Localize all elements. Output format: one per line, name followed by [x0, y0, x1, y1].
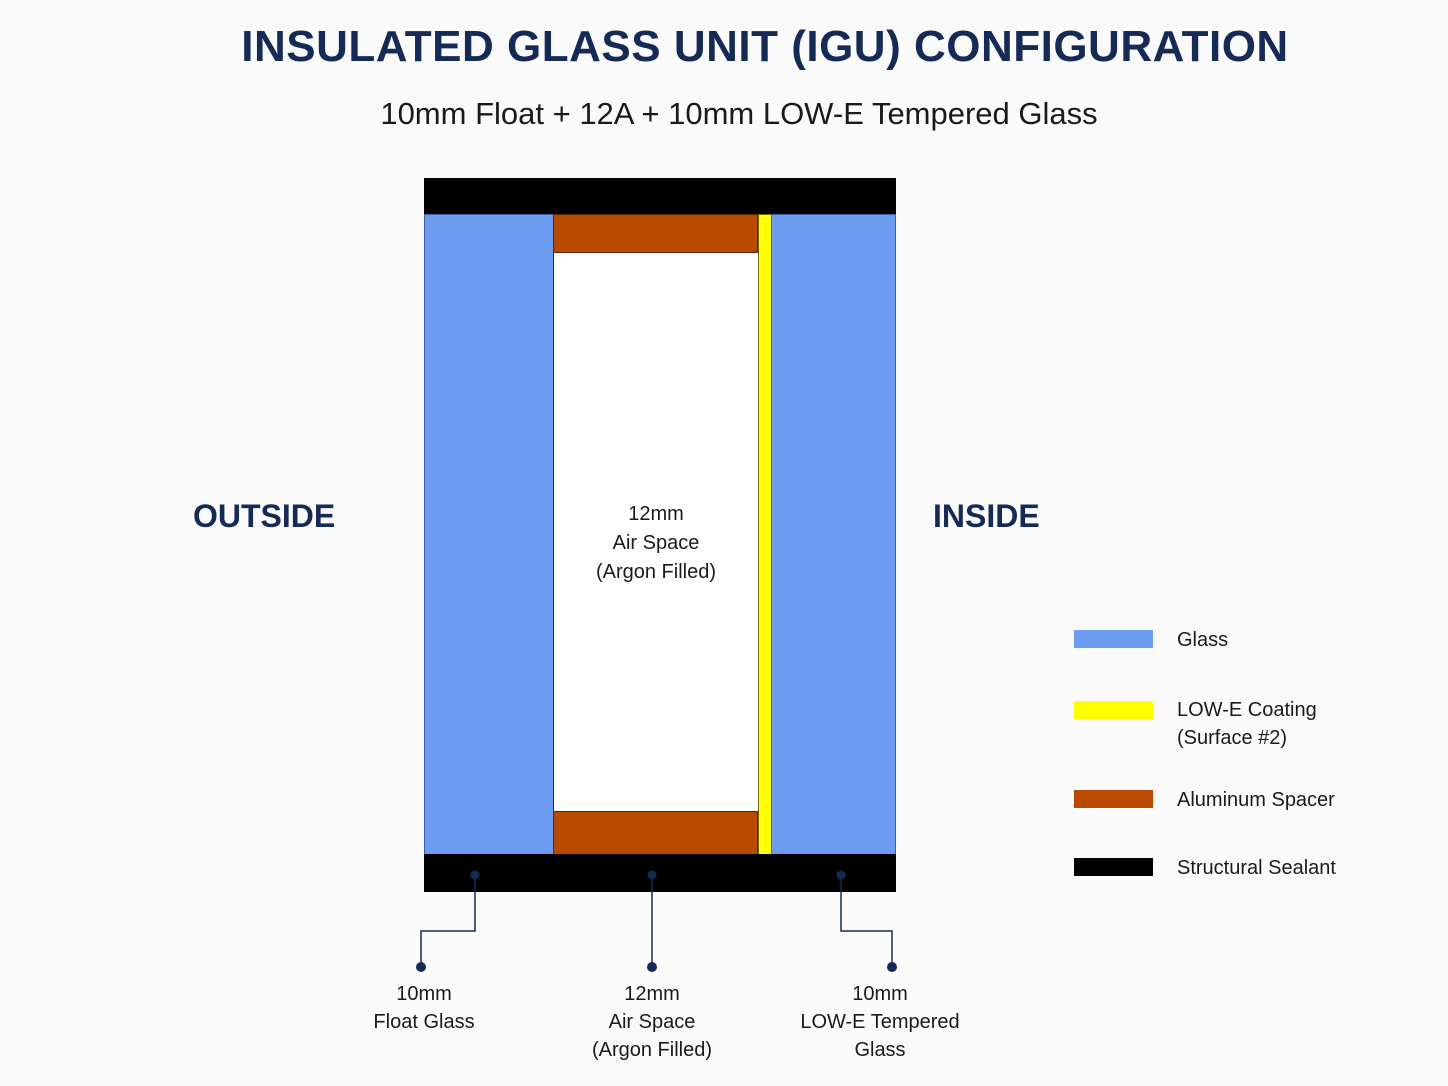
lowe-callout-line3: Glass — [854, 1039, 906, 1061]
center-label-line3: (Argon Filled) — [595, 561, 717, 583]
lowe-leader-line — [840, 875, 893, 967]
inside-label: INSIDE — [933, 498, 1040, 534]
bottom-aluminum-spacer — [553, 811, 758, 855]
air-leader-end-dot — [647, 962, 657, 972]
lowe-leader-start-dot — [836, 870, 846, 880]
inner-lowe-tempered-glass-pane — [771, 214, 896, 855]
air-space-callout: 12mm Air Space (Argon Filled) — [542, 980, 762, 1064]
top-sealant — [424, 178, 896, 215]
legend-swatch-lowe — [1074, 701, 1153, 719]
legend-label-lowe: LOW-E Coating (Surface #2) — [1177, 696, 1317, 752]
outside-label: OUTSIDE — [193, 498, 336, 534]
lowe-leader-end-dot — [887, 962, 897, 972]
float-leader-start-dot — [470, 870, 480, 880]
legend-swatch-glass — [1074, 630, 1153, 648]
page-title: INSULATED GLASS UNIT (IGU) CONFIGURATION — [241, 22, 1289, 71]
legend-label-sealant: Structural Sealant — [1177, 857, 1336, 879]
float-callout-line2: Float Glass — [373, 1011, 475, 1033]
float-leader-line — [420, 875, 476, 967]
outer-float-glass-pane — [424, 214, 554, 855]
center-label-line2: Air Space — [612, 532, 700, 554]
lowe-callout-line1: 10mm — [852, 983, 908, 1005]
center-label-line1: 12mm — [628, 503, 684, 525]
float-leader-end-dot — [416, 962, 426, 972]
legend-swatch-spacer — [1074, 790, 1153, 808]
legend-label-glass: Glass — [1177, 629, 1229, 651]
page-subtitle: 10mm Float + 12A + 10mm LOW-E Tempered G… — [380, 96, 1098, 131]
air-leader-start-dot — [647, 870, 657, 880]
float-glass-callout: 10mm Float Glass — [314, 980, 534, 1036]
top-aluminum-spacer — [553, 214, 758, 253]
air-callout-line1: 12mm — [624, 983, 680, 1005]
bottom-sealant — [424, 854, 896, 892]
air-callout-line2: Air Space — [608, 1011, 696, 1033]
legend-label-spacer: Aluminum Spacer — [1177, 789, 1335, 811]
air-callout-line3: (Argon Filled) — [591, 1039, 713, 1061]
air-space-center-label: 12mm Air Space (Argon Filled) — [553, 500, 759, 587]
legend-lowe-line1: LOW-E Coating — [1177, 699, 1317, 721]
lowe-glass-callout: 10mm LOW-E Tempered Glass — [770, 980, 990, 1064]
float-callout-line1: 10mm — [396, 983, 452, 1005]
air-space-cavity — [553, 252, 759, 812]
legend-swatch-sealant — [1074, 858, 1153, 876]
lowe-callout-line2: LOW-E Tempered — [800, 1011, 960, 1033]
legend-lowe-line2: (Surface #2) — [1177, 727, 1288, 749]
